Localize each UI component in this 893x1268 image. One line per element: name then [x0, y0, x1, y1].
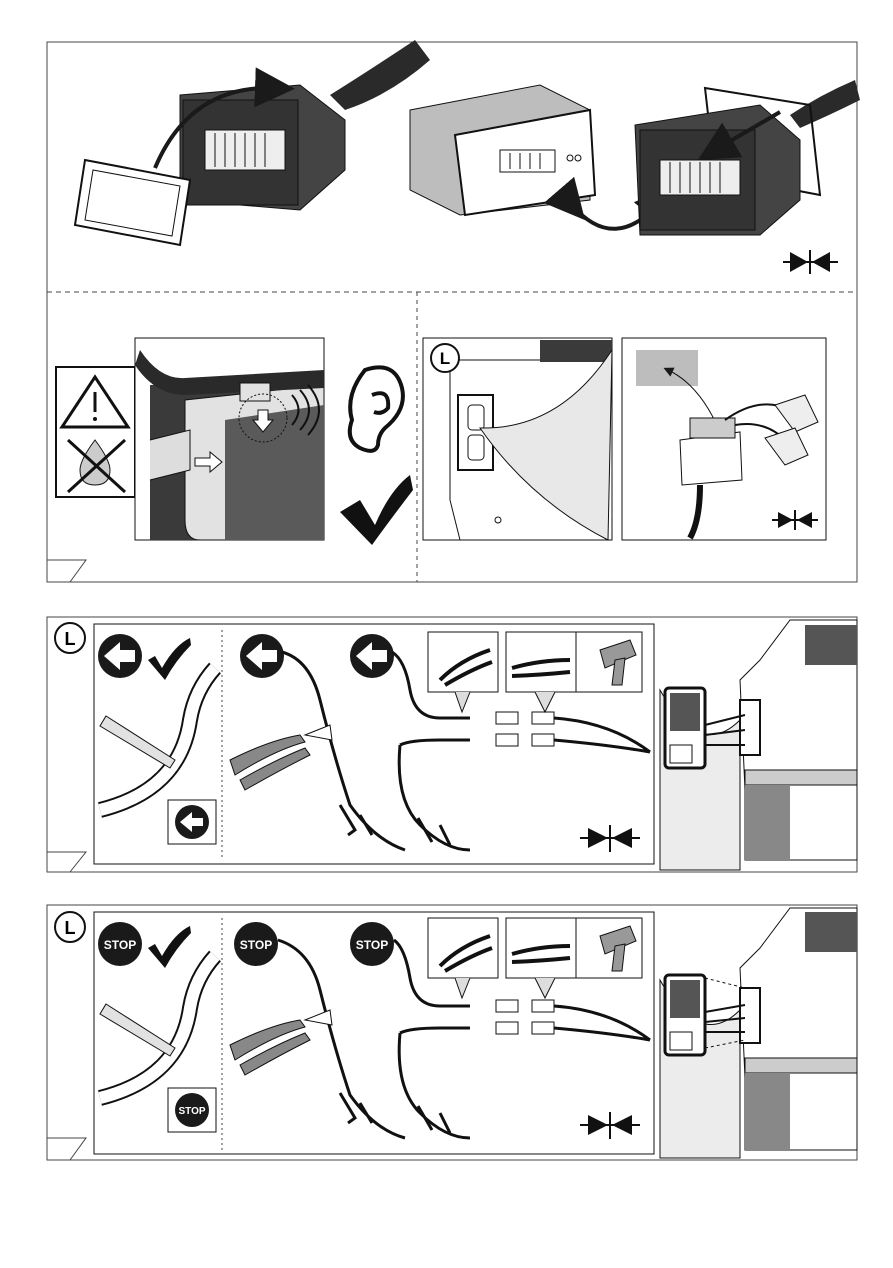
vehicle-rear-illustration: [660, 620, 857, 870]
tester-probe-illustration: STOP: [100, 956, 216, 1132]
push-together-icon: [772, 510, 818, 530]
stop-sign-icon: STOP: [175, 1093, 209, 1127]
bottom-panel: L STOP STOP STOP: [47, 905, 857, 1160]
switch-symbol: [340, 805, 372, 835]
pliers-icon: [230, 725, 332, 790]
left-arrow-circle-icon: [240, 634, 284, 678]
stop-label: STOP: [104, 938, 136, 952]
stop-label: STOP: [178, 1106, 205, 1117]
stop-label: STOP: [356, 938, 388, 952]
pliers-icon: [230, 1010, 332, 1075]
top-panel: L: [47, 40, 860, 582]
socket-in-bracket-illustration: [635, 80, 860, 235]
left-arrow-circle-icon: [175, 805, 209, 839]
socket-with-cover-illustration: [75, 40, 430, 245]
switch-symbol: [418, 818, 450, 845]
left-arrow-circle-icon: [98, 634, 142, 678]
module-illustration: [410, 85, 662, 229]
stop-sign-icon: STOP: [98, 922, 142, 966]
side-marker-l: L: [65, 629, 76, 649]
checkmark-icon: [148, 926, 191, 968]
click-detail-illustration: [135, 338, 324, 540]
tester-probe-illustration: [100, 668, 216, 844]
vehicle-rear-illustration: [660, 908, 857, 1158]
stop-label: STOP: [240, 938, 272, 952]
push-together-icon: [783, 250, 838, 274]
side-marker-l: L: [65, 918, 76, 938]
vehicle-rear-lamp-illustration: L: [423, 338, 612, 540]
push-together-icon: [580, 825, 640, 852]
left-arrow-circle-icon: [350, 634, 394, 678]
butt-connectors: [496, 712, 650, 752]
stop-sign-icon: STOP: [350, 922, 394, 966]
stop-sign-icon: STOP: [234, 922, 278, 966]
ear-icon: [350, 367, 403, 451]
butt-connectors: [496, 1000, 650, 1040]
wiring-connector-illustration: [622, 338, 826, 540]
push-together-icon: [580, 1112, 640, 1139]
middle-panel: L: [47, 617, 857, 872]
checkmark-icon: [340, 475, 413, 545]
switch-symbol: [340, 1093, 372, 1123]
checkmark-icon: [148, 638, 191, 680]
side-marker-l: L: [440, 349, 450, 368]
switch-symbol: [418, 1106, 450, 1133]
